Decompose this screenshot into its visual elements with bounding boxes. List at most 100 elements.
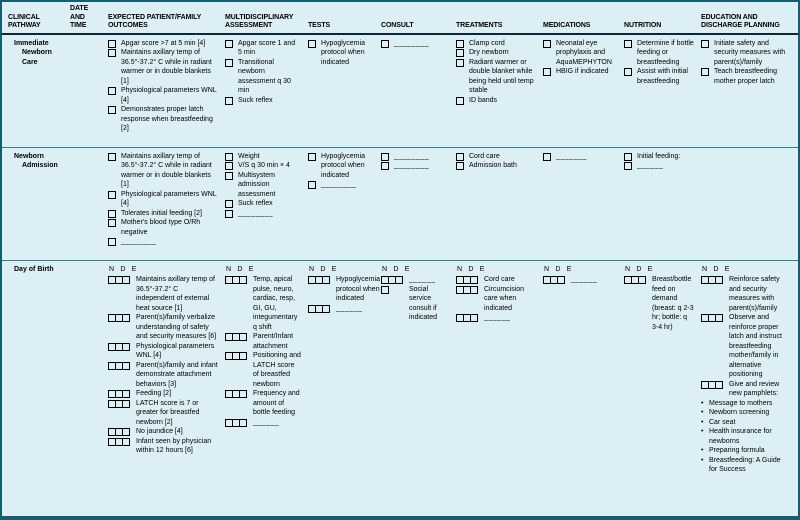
checkbox[interactable] — [108, 152, 116, 161]
checkbox[interactable] — [108, 209, 116, 218]
item-text: Initial feeding: — [637, 152, 681, 160]
checkbox[interactable] — [456, 58, 464, 67]
cell-outcomes: Maintains axillary temp of 36.5°-37.2° C… — [108, 152, 225, 260]
checkbox[interactable] — [108, 106, 116, 114]
checkbox[interactable] — [308, 181, 316, 189]
checklist-item: LATCH score is 7 or greater for breastfe… — [108, 399, 218, 428]
checkbox[interactable] — [239, 333, 247, 341]
checkbox[interactable] — [456, 152, 464, 161]
checkbox[interactable] — [456, 162, 464, 170]
checkbox[interactable] — [225, 39, 233, 48]
checkbox[interactable] — [122, 361, 130, 370]
checkbox[interactable] — [239, 276, 247, 284]
checkbox[interactable] — [381, 152, 389, 161]
checkbox[interactable] — [456, 39, 464, 48]
blank-write-in-line[interactable]: ______ — [253, 418, 280, 426]
checkbox[interactable] — [701, 68, 709, 76]
checkbox[interactable] — [239, 418, 247, 427]
checkbox[interactable] — [624, 152, 632, 161]
blank-write-in-line[interactable]: _______ — [556, 152, 587, 160]
checkbox[interactable] — [543, 39, 551, 48]
blank-write-in-line[interactable]: ________ — [394, 39, 430, 47]
checkbox[interactable] — [108, 238, 116, 246]
checklist-item: Suck reflex — [225, 96, 301, 106]
blank-write-in-line[interactable]: ________ — [121, 238, 157, 245]
checkbox[interactable] — [225, 162, 233, 170]
checkbox[interactable] — [322, 276, 330, 284]
checkbox-group — [225, 39, 238, 48]
checklist-item: Weight — [225, 152, 301, 162]
blank-write-in-line[interactable]: ______ — [571, 276, 598, 283]
checkbox[interactable] — [122, 314, 130, 322]
checkbox-group — [381, 39, 394, 48]
checklist-item: ______ — [624, 161, 694, 171]
checkbox[interactable] — [456, 96, 464, 105]
checkbox[interactable] — [225, 96, 233, 105]
checkbox[interactable] — [701, 39, 709, 48]
checkbox[interactable] — [638, 276, 646, 284]
checklist-item: Maintains axillary temp of 36.5°-37.2° C… — [108, 152, 218, 190]
blank-write-in-line[interactable]: ________ — [238, 209, 274, 217]
checkbox[interactable] — [108, 87, 116, 95]
checkbox[interactable] — [543, 152, 551, 161]
checkbox[interactable] — [470, 285, 478, 294]
checkbox[interactable] — [470, 276, 478, 284]
checkbox[interactable] — [308, 39, 316, 48]
item-text: Parent/Infant attachment — [253, 333, 294, 350]
checkbox[interactable] — [715, 276, 723, 284]
item-text: Hypoglycemia protocol when indicated — [321, 152, 365, 179]
checklist-item: Cord care — [456, 275, 536, 285]
checkbox[interactable] — [225, 209, 233, 218]
checkbox[interactable] — [381, 162, 389, 170]
checkbox[interactable] — [624, 162, 632, 170]
checkbox[interactable] — [308, 152, 316, 161]
checkbox[interactable] — [239, 390, 247, 398]
checkbox[interactable] — [122, 390, 130, 398]
checkbox[interactable] — [122, 399, 130, 408]
blank-write-in-line[interactable]: ________ — [394, 162, 430, 169]
checkbox[interactable] — [122, 276, 130, 284]
checkbox[interactable] — [395, 276, 403, 284]
blank-write-in-line[interactable]: ________ — [394, 152, 430, 160]
checkbox[interactable] — [225, 200, 233, 208]
checkbox[interactable] — [381, 285, 389, 294]
checkbox[interactable] — [122, 437, 130, 446]
checklist-item: Parent/Infant attachment — [225, 332, 301, 351]
blank-write-in-line[interactable]: ______ — [336, 304, 363, 312]
checklist-item: Radiant warmer or double blanket while b… — [456, 58, 536, 96]
blank-write-in-line[interactable]: ________ — [321, 181, 357, 188]
checkbox[interactable] — [322, 304, 330, 313]
checkbox[interactable] — [624, 39, 632, 48]
blank-write-in-line[interactable]: ______ — [637, 162, 664, 169]
shift-checkbox-group — [308, 275, 336, 284]
checklist-item: Physiological parameters WNL [4] — [108, 86, 218, 105]
checkbox[interactable] — [108, 219, 116, 227]
checkbox[interactable] — [543, 68, 551, 76]
checkbox[interactable] — [108, 49, 116, 57]
blank-write-in-line[interactable]: ______ — [409, 276, 436, 283]
checkbox[interactable] — [225, 58, 233, 67]
checkbox[interactable] — [108, 190, 116, 199]
checkbox[interactable] — [456, 49, 464, 57]
checkbox[interactable] — [225, 152, 233, 161]
shift-checkbox-group — [456, 285, 484, 294]
bullet-icon: • — [701, 409, 704, 416]
checkbox-group — [108, 237, 121, 246]
checkbox[interactable] — [122, 342, 130, 351]
checkbox[interactable] — [108, 39, 116, 48]
item-text: Physiological parameters WNL [4] — [136, 342, 215, 360]
checkbox[interactable] — [381, 39, 389, 48]
checkbox[interactable] — [715, 380, 723, 389]
cell-outcomes: Apgar score >7 at 5 min [4]Maintains axi… — [108, 39, 225, 147]
checkbox-group — [225, 152, 238, 161]
checkbox[interactable] — [225, 171, 233, 180]
blank-write-in-line[interactable]: ______ — [484, 314, 511, 321]
checkbox[interactable] — [715, 314, 723, 322]
header-treatments: TREATMENTS — [456, 22, 503, 29]
checkbox[interactable] — [122, 428, 130, 436]
checkbox[interactable] — [624, 68, 632, 76]
checkbox[interactable] — [557, 276, 565, 284]
checkbox[interactable] — [239, 352, 247, 360]
checkbox[interactable] — [470, 314, 478, 322]
